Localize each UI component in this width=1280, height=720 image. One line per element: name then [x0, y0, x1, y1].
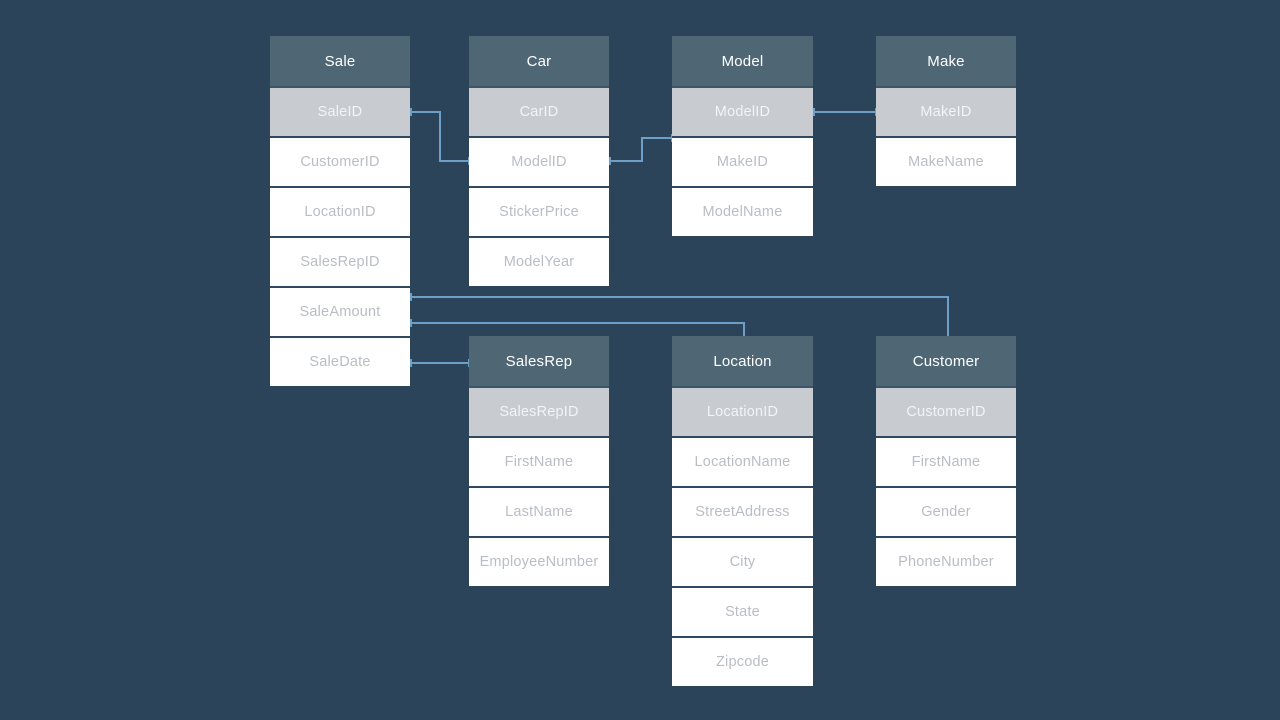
field-model-makeid[interactable]: MakeID: [672, 136, 813, 186]
connector-endpoint-location-to-sale-locationid-start: [410, 319, 412, 327]
field-salesrep-salesrepid[interactable]: SalesRepID: [469, 386, 609, 436]
field-make-makeid[interactable]: MakeID: [876, 86, 1016, 136]
connector-endpoint-salesrep-to-sale-saledate-start: [410, 359, 412, 367]
entity-header-location[interactable]: Location: [672, 336, 813, 386]
field-model-modelid[interactable]: ModelID: [672, 86, 813, 136]
field-sale-salesrepid[interactable]: SalesRepID: [270, 236, 410, 286]
field-sale-saleamount[interactable]: SaleAmount: [270, 286, 410, 336]
field-location-zipcode[interactable]: Zipcode: [672, 636, 813, 686]
connector-model-modelid-to-car-modelid: [609, 160, 643, 162]
entity-header-make[interactable]: Make: [876, 36, 1016, 86]
field-salesrep-lastname[interactable]: LastName: [469, 486, 609, 536]
connector-endpoint-model-modelid-to-car-modelid-start: [609, 157, 611, 165]
field-salesrep-employeenumber[interactable]: EmployeeNumber: [469, 536, 609, 586]
field-sale-customerid[interactable]: CustomerID: [270, 136, 410, 186]
connector-customer-to-sale-customerid: [410, 296, 949, 298]
field-location-streetaddress[interactable]: StreetAddress: [672, 486, 813, 536]
entity-header-salesrep[interactable]: SalesRep: [469, 336, 609, 386]
entity-header-customer[interactable]: Customer: [876, 336, 1016, 386]
field-model-modelname[interactable]: ModelName: [672, 186, 813, 236]
field-make-makename[interactable]: MakeName: [876, 136, 1016, 186]
field-customer-gender[interactable]: Gender: [876, 486, 1016, 536]
field-sale-locationid[interactable]: LocationID: [270, 186, 410, 236]
connector-car-modelid-to-sale-saleid: [439, 111, 441, 162]
field-car-modelid[interactable]: ModelID: [469, 136, 609, 186]
field-sale-saledate[interactable]: SaleDate: [270, 336, 410, 386]
entity-header-model[interactable]: Model: [672, 36, 813, 86]
field-salesrep-firstname[interactable]: FirstName: [469, 436, 609, 486]
field-sale-saleid[interactable]: SaleID: [270, 86, 410, 136]
field-customer-firstname[interactable]: FirstName: [876, 436, 1016, 486]
connector-endpoint-customer-to-sale-customerid-start: [410, 293, 412, 301]
field-customer-customerid[interactable]: CustomerID: [876, 386, 1016, 436]
connector-customer-to-sale-customerid: [947, 296, 949, 338]
connector-endpoint-make-makeid-to-model-modelid-start: [813, 108, 815, 116]
connector-location-to-sale-locationid: [743, 322, 745, 338]
connector-endpoint-car-modelid-to-sale-saleid-start: [410, 108, 412, 116]
field-location-locationid[interactable]: LocationID: [672, 386, 813, 436]
connector-car-modelid-to-sale-saleid: [439, 160, 470, 162]
field-location-state[interactable]: State: [672, 586, 813, 636]
connector-model-modelid-to-car-modelid: [641, 137, 673, 139]
connector-make-makeid-to-model-modelid: [813, 111, 877, 113]
entity-header-sale[interactable]: Sale: [270, 36, 410, 86]
field-car-modelyear[interactable]: ModelYear: [469, 236, 609, 286]
connector-salesrep-to-sale-saledate: [410, 362, 470, 364]
field-customer-phonenumber[interactable]: PhoneNumber: [876, 536, 1016, 586]
field-car-stickerprice[interactable]: StickerPrice: [469, 186, 609, 236]
connector-location-to-sale-locationid: [410, 322, 745, 324]
connector-model-modelid-to-car-modelid: [641, 137, 643, 162]
entity-header-car[interactable]: Car: [469, 36, 609, 86]
connector-car-modelid-to-sale-saleid: [410, 111, 441, 113]
field-location-city[interactable]: City: [672, 536, 813, 586]
field-car-carid[interactable]: CarID: [469, 86, 609, 136]
field-location-locationname[interactable]: LocationName: [672, 436, 813, 486]
